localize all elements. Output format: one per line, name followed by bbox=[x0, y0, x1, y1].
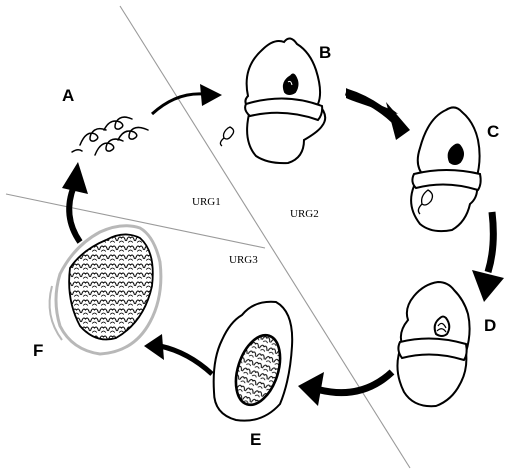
stage-d-fruit bbox=[396, 280, 471, 408]
stage-e-fruit bbox=[212, 300, 294, 422]
arrow-f-to-a bbox=[62, 162, 88, 244]
divider-line-urg1-urg3 bbox=[5, 193, 266, 249]
stage-label-b: B bbox=[319, 43, 331, 62]
stage-label-a: A bbox=[62, 86, 74, 105]
arrow-a-to-b bbox=[150, 84, 222, 116]
arrow-e-to-f bbox=[144, 334, 214, 376]
arrow-d-to-e bbox=[298, 369, 395, 406]
stage-label-c: C bbox=[487, 122, 499, 141]
stage-a-larvae bbox=[71, 116, 149, 156]
stage-label-d: D bbox=[484, 316, 496, 335]
stage-label-f: F bbox=[33, 341, 43, 360]
region-label-urg1: URG1 bbox=[192, 196, 221, 208]
stage-label-e: E bbox=[250, 430, 261, 449]
stage-c-fruit bbox=[410, 106, 482, 233]
region-label-urg2: URG2 bbox=[290, 208, 319, 220]
cycle-arrows bbox=[62, 84, 504, 406]
arrow-b-to-c bbox=[344, 88, 410, 140]
stage-f-seed bbox=[48, 224, 163, 356]
stage-b-fruit bbox=[219, 37, 327, 165]
region-label-urg3: URG3 bbox=[229, 254, 258, 266]
arrow-c-to-d bbox=[472, 211, 504, 302]
region-dividers bbox=[5, 5, 411, 469]
